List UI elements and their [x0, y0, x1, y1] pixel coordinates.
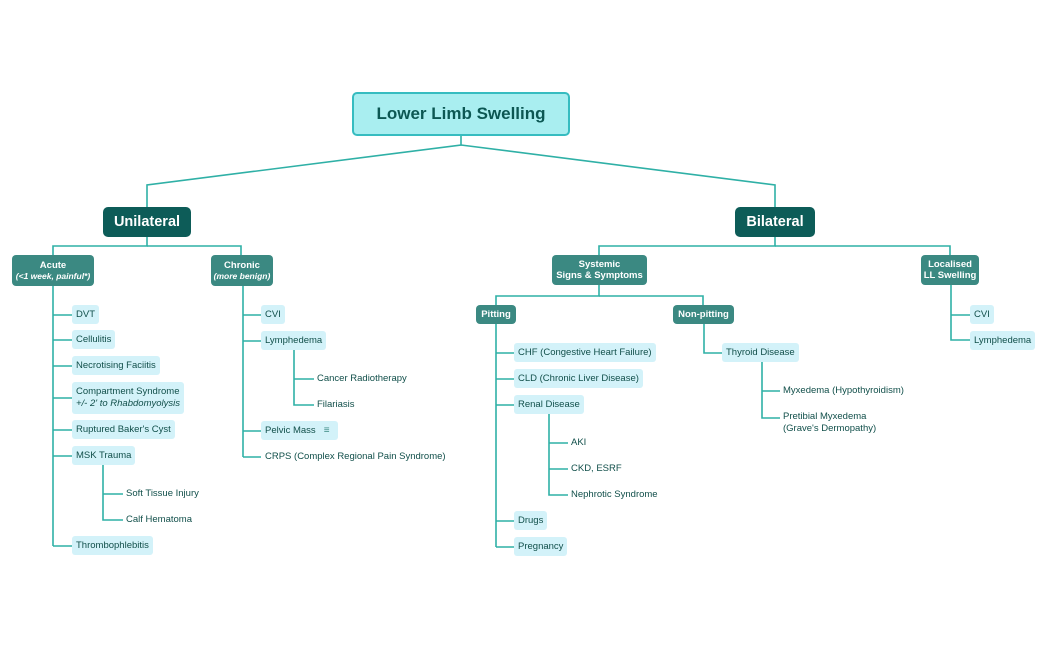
leaf-aki[interactable]: AKI [571, 437, 587, 448]
pitting-node[interactable]: Pitting [476, 305, 516, 324]
leaf-pretibial-myxedema[interactable]: Pretibial Myxedema (Grave's Dermopathy) [783, 411, 876, 435]
localised-line1: Localised [928, 259, 972, 270]
leaf-compartment-syndrome[interactable]: Compartment Syndrome +/- 2' to Rhabdomyo… [72, 382, 184, 414]
leaf-calf-hematoma[interactable]: Calf Hematoma [126, 514, 192, 525]
leaf-thrombophlebitis[interactable]: Thrombophlebitis [72, 536, 153, 555]
pelvic-mass-label: Pelvic Mass [265, 424, 316, 436]
leaf-thyroid-disease[interactable]: Thyroid Disease [722, 343, 799, 362]
systemic-line2: Signs & Symptoms [556, 270, 643, 281]
leaf-chronic-cvi[interactable]: CVI [261, 305, 285, 324]
chronic-sublabel: (more benign) [213, 270, 271, 281]
pretibial-line2: (Grave's Dermopathy) [783, 423, 877, 434]
systemic-node[interactable]: Systemic Signs & Symptoms [552, 255, 647, 285]
acute-node[interactable]: Acute (<1 week, painful*) [12, 255, 94, 286]
bilateral-node[interactable]: Bilateral [735, 207, 815, 237]
pretibial-line1: Pretibial Myxedema [783, 411, 867, 422]
leaf-localised-lymphedema[interactable]: Lymphedema [970, 331, 1036, 350]
localised-line2: LL Swelling [923, 270, 977, 281]
leaf-renal-disease[interactable]: Renal Disease [514, 395, 584, 414]
leaf-cellulitis[interactable]: Cellulitis [72, 330, 116, 349]
leaf-cancer-radiotherapy[interactable]: Cancer Radiotherapy [317, 373, 407, 384]
leaf-chf[interactable]: CHF (Congestive Heart Failure) [514, 343, 656, 362]
leaf-ckd-esrf[interactable]: CKD, ESRF [571, 463, 622, 474]
chronic-label: Chronic [224, 259, 260, 271]
compartment-line1: Compartment Syndrome [76, 386, 180, 397]
leaf-necrotising-fasciitis[interactable]: Necrotising Faciitis [72, 356, 160, 375]
leaf-ruptured-bakers-cyst[interactable]: Ruptured Baker's Cyst [72, 420, 175, 439]
chronic-node[interactable]: Chronic (more benign) [211, 255, 273, 286]
leaf-crps[interactable]: CRPS (Complex Regional Pain Syndrome) [265, 451, 446, 462]
acute-sublabel: (<1 week, painful*) [15, 270, 91, 281]
leaf-nephrotic-syndrome[interactable]: Nephrotic Syndrome [571, 489, 658, 500]
leaf-filariasis[interactable]: Filariasis [317, 399, 355, 410]
note-icon[interactable]: ≡ [323, 424, 330, 436]
leaf-cld[interactable]: CLD (Chronic Liver Disease) [514, 369, 643, 388]
leaf-lymphedema[interactable]: Lymphedema [261, 331, 327, 350]
leaf-pelvic-mass[interactable]: Pelvic Mass ≡ [261, 421, 338, 440]
acute-label: Acute [39, 259, 67, 271]
leaf-localised-cvi[interactable]: CVI [970, 305, 994, 324]
non-pitting-node[interactable]: Non-pitting [673, 305, 734, 324]
leaf-msk-trauma[interactable]: MSK Trauma [72, 446, 136, 465]
leaf-drugs[interactable]: Drugs [514, 511, 548, 530]
compartment-line2: +/- 2' to Rhabdomyolysis [76, 398, 180, 409]
leaf-dvt[interactable]: DVT [72, 305, 99, 324]
systemic-line1: Systemic [578, 259, 621, 270]
leaf-myxedema[interactable]: Myxedema (Hypothyroidism) [783, 385, 904, 396]
localised-node[interactable]: Localised LL Swelling [921, 255, 979, 285]
unilateral-node[interactable]: Unilateral [103, 207, 191, 237]
leaf-pregnancy[interactable]: Pregnancy [514, 537, 568, 556]
root-topic[interactable]: Lower Limb Swelling [352, 92, 570, 136]
leaf-soft-tissue-injury[interactable]: Soft Tissue Injury [126, 488, 199, 499]
